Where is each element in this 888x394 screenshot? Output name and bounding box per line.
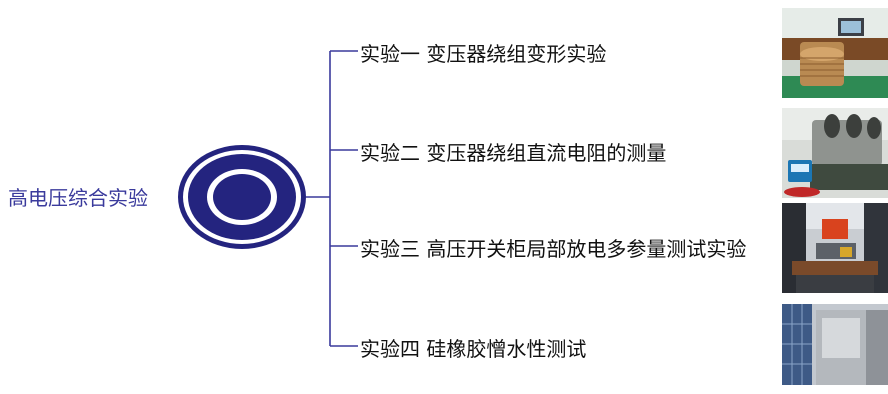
branch-connectors — [306, 50, 358, 347]
mind-map-canvas — [178, 50, 358, 347]
experiment-1-label: 实验一 变压器绕组变形实验 — [360, 42, 607, 66]
silicone-rubber-hydrophobicity-photo — [782, 304, 888, 394]
experiment-2-label: 实验二 变压器绕组直流电阻的测量 — [360, 141, 667, 165]
central-node-icon — [178, 145, 306, 249]
winding-dc-resistance-photo — [782, 108, 888, 198]
experiment-3-label: 实验三 高压开关柜局部放电多参量测试实验 — [360, 237, 747, 261]
switchgear-partial-discharge-photo — [782, 203, 888, 293]
experiment-4-label: 实验四 硅橡胶憎水性测试 — [360, 337, 587, 361]
root-title: 高电压综合实验 — [8, 186, 148, 210]
transformer-winding-deformation-photo — [782, 8, 888, 98]
